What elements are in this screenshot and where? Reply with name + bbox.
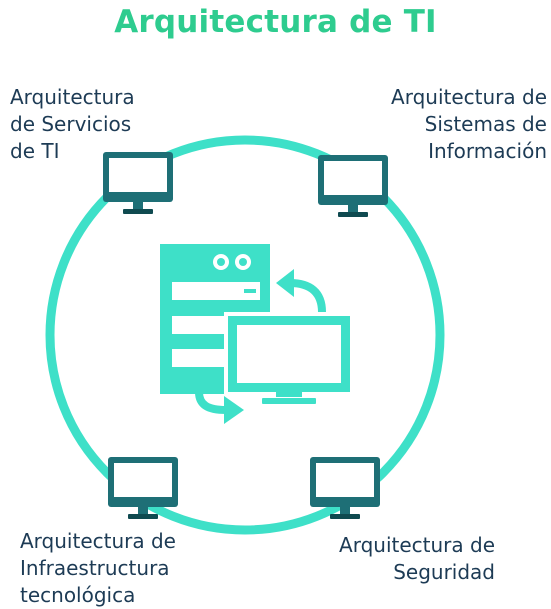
label-line: Información bbox=[428, 139, 547, 163]
monitor-icon bbox=[103, 152, 173, 214]
label-line: Infraestructura bbox=[20, 556, 170, 580]
label-line: Arquitectura de bbox=[391, 85, 547, 109]
label-line: Sistemas de bbox=[424, 112, 547, 136]
node-label-infraestructura: Arquitectura de Infraestructura tecnológ… bbox=[20, 528, 176, 609]
node-label-sistemas: Arquitectura de Sistemas de Información bbox=[391, 84, 547, 165]
label-line: Seguridad bbox=[393, 560, 495, 584]
label-line: tecnológica bbox=[20, 583, 136, 607]
node-label-seguridad: Arquitectura de Seguridad bbox=[339, 532, 495, 586]
label-line: Arquitectura de bbox=[339, 533, 495, 557]
desktop-monitor-icon bbox=[224, 312, 354, 404]
diagram-title: Arquitectura de TI bbox=[114, 4, 437, 40]
server-monitor-sync-icon bbox=[160, 244, 354, 424]
label-line: Arquitectura de bbox=[20, 529, 176, 553]
label-line: de Servicios bbox=[10, 112, 132, 136]
monitor-icon bbox=[108, 457, 178, 519]
monitor-icon bbox=[318, 155, 388, 217]
node-label-servicios: Arquitectura de Servicios de TI bbox=[10, 84, 135, 165]
architecture-ring bbox=[45, 135, 445, 535]
label-line: Arquitectura bbox=[10, 85, 135, 109]
sync-arrow-icon bbox=[276, 269, 326, 313]
sync-arrow-icon bbox=[195, 391, 244, 424]
monitor-icon bbox=[310, 457, 380, 519]
label-line: de TI bbox=[10, 139, 60, 163]
